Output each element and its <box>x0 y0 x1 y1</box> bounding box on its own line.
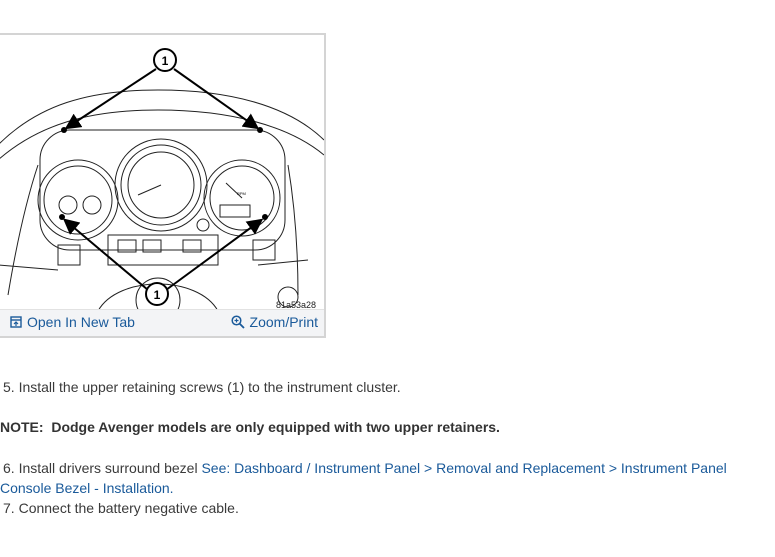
note: NOTE: Dodge Avenger models are only equi… <box>0 419 500 435</box>
figure-toolbar: Open In New Tab Zoom/Print <box>0 309 324 336</box>
instrument-cluster-diagram: 1 1 RPM <box>0 48 324 311</box>
step-5: 5. Install the upper retaining screws (1… <box>3 379 401 395</box>
open-in-new-tab-label: Open In New Tab <box>27 314 135 330</box>
callout-top: 1 <box>162 54 169 68</box>
instrument-cluster-figure: 1 1 RPM 81a53a28 Open In New Tab Zoom/Pr… <box>0 33 326 338</box>
step-7: 7. Connect the battery negative cable. <box>3 500 239 516</box>
note-text: Dodge Avenger models are only equipped w… <box>51 419 500 435</box>
step-6: 6. Install drivers surround bezel See: D… <box>3 460 727 476</box>
open-in-new-tab-link[interactable]: Open In New Tab <box>10 314 135 330</box>
step-6-text: Install drivers surround bezel <box>18 460 198 476</box>
rpm-label: RPM <box>237 191 246 196</box>
dashboard-bezel-link-line1[interactable]: See: Dashboard / Instrument Panel > Remo… <box>201 460 727 476</box>
dashboard-bezel-link-line2[interactable]: Console Bezel - Installation. <box>0 480 174 496</box>
figure-code: 81a53a28 <box>275 300 316 310</box>
zoom-icon <box>230 315 245 329</box>
step-6-continued: Console Bezel - Installation. <box>0 480 174 496</box>
step-6-number: 6. <box>3 460 15 476</box>
step-5-number: 5. <box>3 379 15 395</box>
step-7-number: 7. <box>3 500 15 516</box>
step-7-text: Connect the battery negative cable. <box>18 500 239 516</box>
step-5-text: Install the upper retaining screws (1) t… <box>18 379 401 395</box>
zoom-print-link[interactable]: Zoom/Print <box>230 314 318 330</box>
note-label: NOTE: <box>0 419 44 435</box>
open-new-tab-icon <box>10 316 22 328</box>
zoom-print-label: Zoom/Print <box>249 314 318 330</box>
callout-bottom: 1 <box>154 288 161 302</box>
